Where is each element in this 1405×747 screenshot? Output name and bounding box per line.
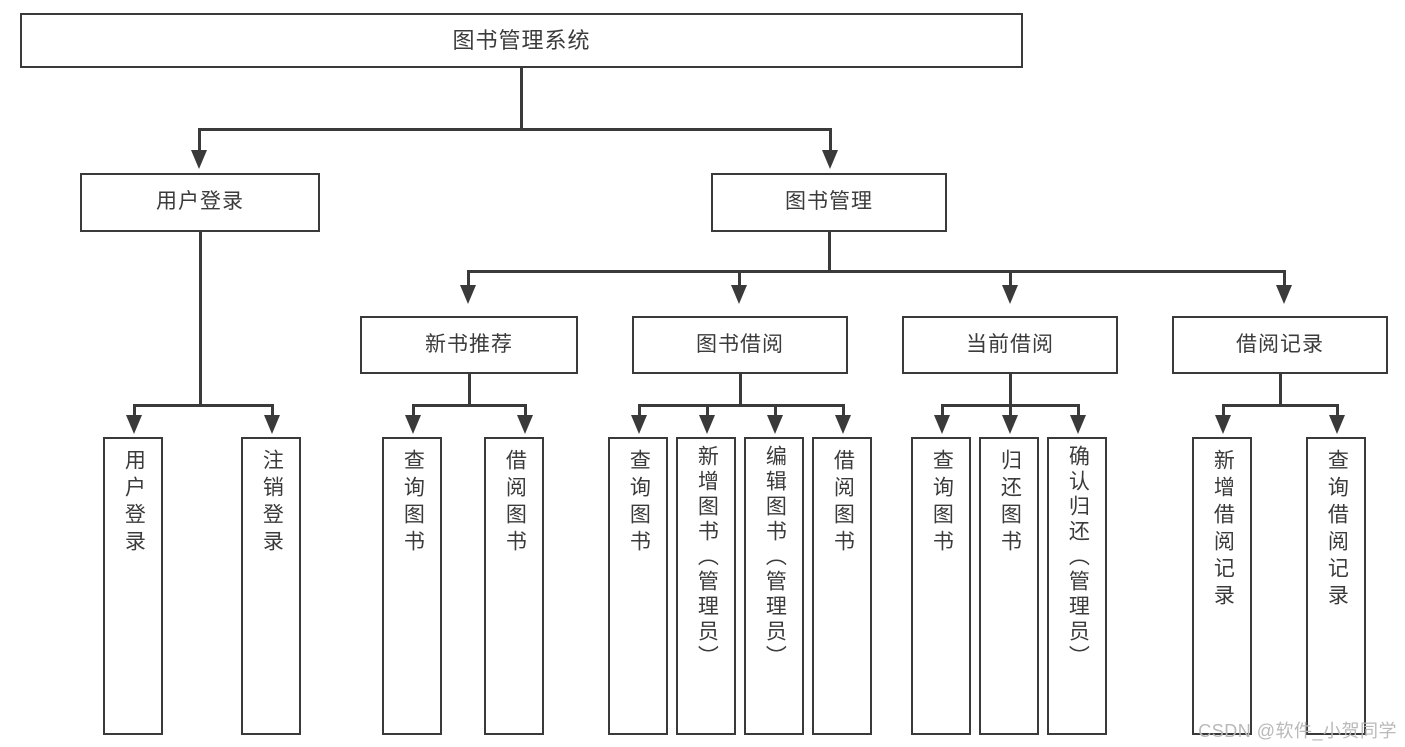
leaf-bookborrow-lend[interactable]: 借阅图书 [812, 437, 872, 735]
connector-newbook-leg-2 [524, 404, 527, 418]
leaf-user-login[interactable]: 用户登录 [103, 437, 163, 735]
connector-level2-bus [467, 270, 1285, 273]
arrowhead-bookborrow-edit [767, 415, 783, 434]
connector-currentborrow-leg-2 [1009, 404, 1012, 418]
arrowhead-currentborrow-query [934, 415, 950, 434]
leaf-currentborrow-query[interactable]: 查询图书 [911, 437, 971, 735]
connector-userlogin-bus [133, 404, 273, 407]
node-label: 注销登录 [260, 449, 284, 557]
connector-currentborrow-leg-1 [941, 404, 944, 418]
node-label: 新增图书（管理员） [695, 445, 719, 670]
leaf-currentborrow-confirm[interactable]: 确认归还（管理员） [1047, 437, 1107, 735]
leaf-logout[interactable]: 注销登录 [241, 437, 301, 735]
leaf-borrowrecord-add[interactable]: 新增借阅记录 [1192, 437, 1252, 735]
arrowhead-borrowrecord-query [1329, 415, 1345, 434]
arrowhead-newbook-borrow [517, 415, 533, 434]
connector-bookborrow-leg-1 [638, 404, 641, 418]
node-new-book-recommend[interactable]: 新书推荐 [360, 316, 578, 374]
connector-level1-leg-left [198, 128, 201, 153]
arrowhead-bookborrow-query [631, 415, 647, 434]
node-label: 用户登录 [156, 190, 244, 214]
arrowhead-bookborrow-add [699, 415, 715, 434]
node-label: 图书借阅 [696, 332, 784, 356]
connector-bookborrow-stem [739, 374, 742, 405]
connector-borrowrecord-leg-2 [1336, 404, 1339, 418]
connector-bookborrow-leg-3 [774, 404, 777, 418]
node-label: 新增借阅记录 [1211, 449, 1235, 611]
node-label: 借阅图书 [503, 449, 527, 557]
leaf-newbook-borrow[interactable]: 借阅图书 [484, 437, 544, 735]
leaf-bookborrow-add[interactable]: 新增图书（管理员） [676, 437, 736, 735]
node-book-borrow[interactable]: 图书借阅 [632, 316, 848, 374]
arrowhead-newbook-query [405, 415, 421, 434]
connector-level2-leg-4 [1283, 270, 1286, 288]
arrowhead-user-login [191, 150, 207, 169]
arrowhead-bookborrow-lend [835, 415, 851, 434]
arrowhead-book-manage [822, 150, 838, 169]
leaf-borrowrecord-query[interactable]: 查询借阅记录 [1306, 437, 1366, 735]
connector-root-stem [520, 68, 523, 130]
connector-newbook-leg-1 [412, 404, 415, 418]
leaf-bookborrow-edit[interactable]: 编辑图书（管理员） [744, 437, 804, 735]
node-label: 新书推荐 [425, 332, 513, 356]
connector-bookborrow-leg-2 [706, 404, 709, 418]
connector-newbook-bus [412, 404, 526, 407]
node-borrow-record[interactable]: 借阅记录 [1172, 316, 1388, 374]
leaf-bookborrow-query[interactable]: 查询图书 [608, 437, 668, 735]
node-label: 图书管理 [785, 190, 873, 214]
arrowhead-leaf-logout [264, 415, 280, 434]
connector-level1-bus [198, 128, 832, 131]
arrowhead-currentborrow-confirm [1070, 415, 1086, 434]
node-root-system[interactable]: 图书管理系统 [20, 13, 1023, 68]
arrowhead-book-borrow [731, 285, 747, 304]
connector-currentborrow-leg-3 [1077, 404, 1080, 418]
connector-level2-leg-3 [1009, 270, 1012, 288]
connector-borrowrecord-stem [1279, 374, 1282, 405]
node-label: 编辑图书（管理员） [763, 445, 787, 670]
arrowhead-leaf-user-login [126, 415, 142, 434]
connector-userlogin-leg-2 [271, 404, 274, 418]
node-label: 查询借阅记录 [1325, 449, 1349, 611]
arrowhead-new-book [460, 285, 476, 304]
node-label: 查询图书 [930, 449, 954, 557]
connector-level1-leg-right [829, 128, 832, 153]
node-label: 当前借阅 [966, 332, 1054, 356]
connector-newbook-stem [468, 374, 471, 405]
connector-borrowrecord-bus [1222, 404, 1338, 407]
connector-userlogin-leg-1 [133, 404, 136, 418]
connector-currentborrow-stem [1009, 374, 1012, 405]
leaf-newbook-query[interactable]: 查询图书 [382, 437, 442, 735]
node-label: 确认归还（管理员） [1066, 445, 1090, 670]
node-current-borrow[interactable]: 当前借阅 [902, 316, 1118, 374]
node-label: 用户登录 [122, 449, 146, 557]
connector-level2-leg-1 [467, 270, 470, 288]
node-book-management[interactable]: 图书管理 [711, 173, 947, 232]
connector-userlogin-stem [199, 232, 202, 406]
connector-bookborrow-leg-4 [842, 404, 845, 418]
node-label: 借阅图书 [831, 449, 855, 557]
connector-borrowrecord-leg-1 [1222, 404, 1225, 418]
leaf-currentborrow-return[interactable]: 归还图书 [979, 437, 1039, 735]
node-label: 图书管理系统 [452, 27, 591, 53]
connector-level2-leg-2 [738, 270, 741, 288]
connector-bookmgmt-stem [828, 232, 831, 272]
arrowhead-borrowrecord-add [1215, 415, 1231, 434]
watermark-text: CSDN @软件_小贺同学 [1198, 721, 1397, 741]
node-label: 查询图书 [627, 449, 651, 557]
node-user-login[interactable]: 用户登录 [80, 173, 320, 232]
arrowhead-current-borrow [1002, 285, 1018, 304]
connector-bookborrow-bus [638, 404, 842, 407]
node-label: 查询图书 [401, 449, 425, 557]
arrowhead-borrow-record [1276, 285, 1292, 304]
node-label: 借阅记录 [1236, 332, 1324, 356]
arrowhead-currentborrow-return [1002, 415, 1018, 434]
node-label: 归还图书 [998, 449, 1022, 557]
